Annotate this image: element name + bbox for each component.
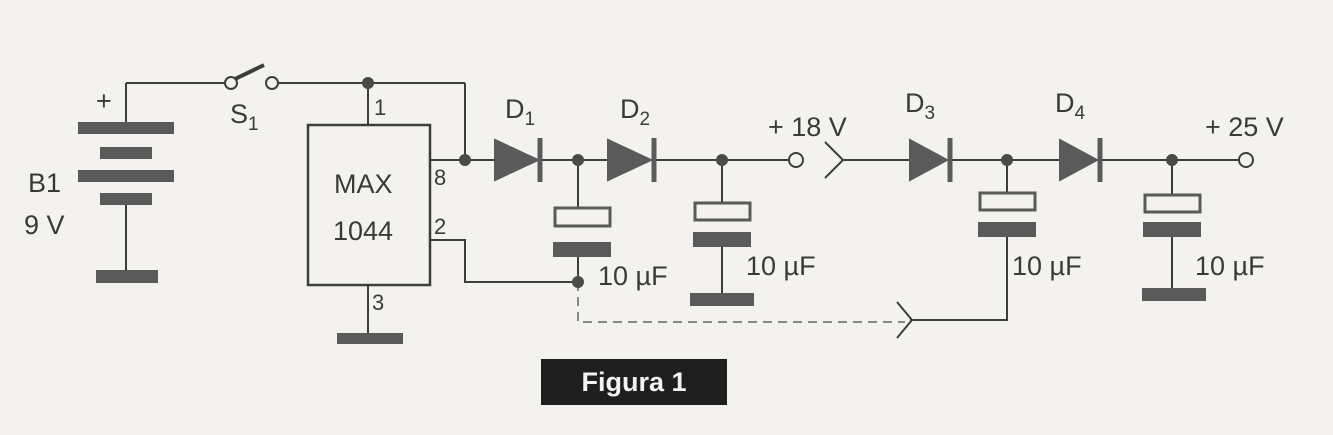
junction-dot [716, 154, 728, 166]
capacitor-c4-plus [1143, 193, 1202, 214]
capacitor-c1-value: 10 µF [598, 261, 668, 291]
capacitor-c4-minus [1143, 222, 1201, 237]
battery-plate [100, 147, 152, 159]
ic-name-line2: 1044 [333, 216, 393, 246]
battery-plate [78, 122, 174, 134]
diode-d4 [1059, 138, 1100, 182]
output-18v-label: + 18 V [768, 112, 847, 142]
switch-terminal [224, 76, 238, 90]
battery-plate [78, 170, 174, 182]
connector-arrow [824, 141, 845, 179]
battery-voltage-label: 9 V [24, 210, 65, 240]
junction-dot [572, 154, 584, 166]
ground-bar [690, 293, 754, 306]
diode-d4-label: D4 [1055, 88, 1086, 124]
junction-dot [1166, 154, 1178, 166]
junction-dot [459, 154, 471, 166]
ic-pin3-label: 3 [372, 290, 384, 315]
junction-dot [362, 77, 374, 89]
connector-arrow-lower [896, 301, 914, 339]
diode-d1 [494, 138, 541, 182]
switch-lever [234, 63, 265, 81]
dashed-link [577, 282, 905, 323]
switch-label: S1 [230, 99, 259, 135]
output-25v-label: + 25 V [1205, 112, 1284, 142]
ground-bar [96, 270, 158, 283]
capacitor-c3-plus [978, 191, 1037, 212]
capacitor-c3-minus [978, 222, 1036, 237]
ic-max1044-body [306, 123, 432, 287]
ic-pin1-label: 1 [374, 95, 386, 120]
capacitor-c2-minus [693, 232, 751, 247]
output-terminal-25v [1238, 152, 1254, 168]
junction-dot [572, 276, 584, 288]
diode-d1-label: D1 [505, 94, 535, 130]
diode-d3-label: D3 [905, 88, 935, 124]
battery-ref-label: B1 [28, 168, 61, 198]
ic-pin8-label: 8 [434, 165, 446, 190]
capacitor-c1-minus [553, 242, 611, 257]
diode-d2-label: D2 [620, 94, 650, 130]
wire-pin2 [430, 239, 578, 283]
capacitor-c2-value: 10 µF [746, 251, 816, 281]
battery-polarity-label: + [96, 86, 112, 116]
capacitor-c1-plus [553, 206, 612, 228]
ground-bar [1142, 288, 1206, 301]
ground-bar [337, 333, 403, 344]
switch-terminal [265, 76, 279, 90]
figure-caption: Figura 1 [541, 359, 727, 405]
ic-name-line1: MAX [334, 169, 393, 199]
wire-c3-bottom [910, 237, 1008, 321]
ic-pin2-label: 2 [434, 214, 446, 239]
capacitor-c4-value: 10 µF [1195, 251, 1265, 281]
capacitor-c2-plus [693, 201, 752, 222]
diode-d2 [607, 138, 654, 182]
diode-d3 [909, 138, 950, 182]
junction-dot [1001, 154, 1013, 166]
battery-plate [100, 193, 152, 205]
capacitor-c3-value: 10 µF [1012, 251, 1082, 281]
output-terminal-18v [788, 152, 804, 168]
